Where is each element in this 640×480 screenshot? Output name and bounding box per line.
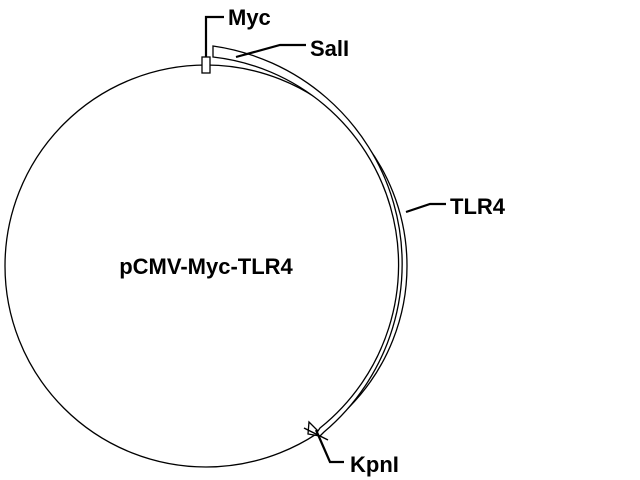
sali-label: SalI <box>310 36 349 61</box>
myc-leader-line <box>204 15 224 57</box>
myc-tag-box <box>201 56 211 74</box>
kpni-cut-mark <box>303 427 329 441</box>
plasmid-name: pCMV-Myc-TLR4 <box>119 254 293 279</box>
myc-label: Myc <box>228 5 271 30</box>
sali-leader-line <box>235 43 306 59</box>
tlr4-leader-line <box>405 202 446 214</box>
kpni-leader-line <box>314 429 344 464</box>
kpni-label: KpnI <box>350 452 399 477</box>
tlr4-label: TLR4 <box>450 194 506 219</box>
tlr4-insert-arrow <box>212 45 403 437</box>
